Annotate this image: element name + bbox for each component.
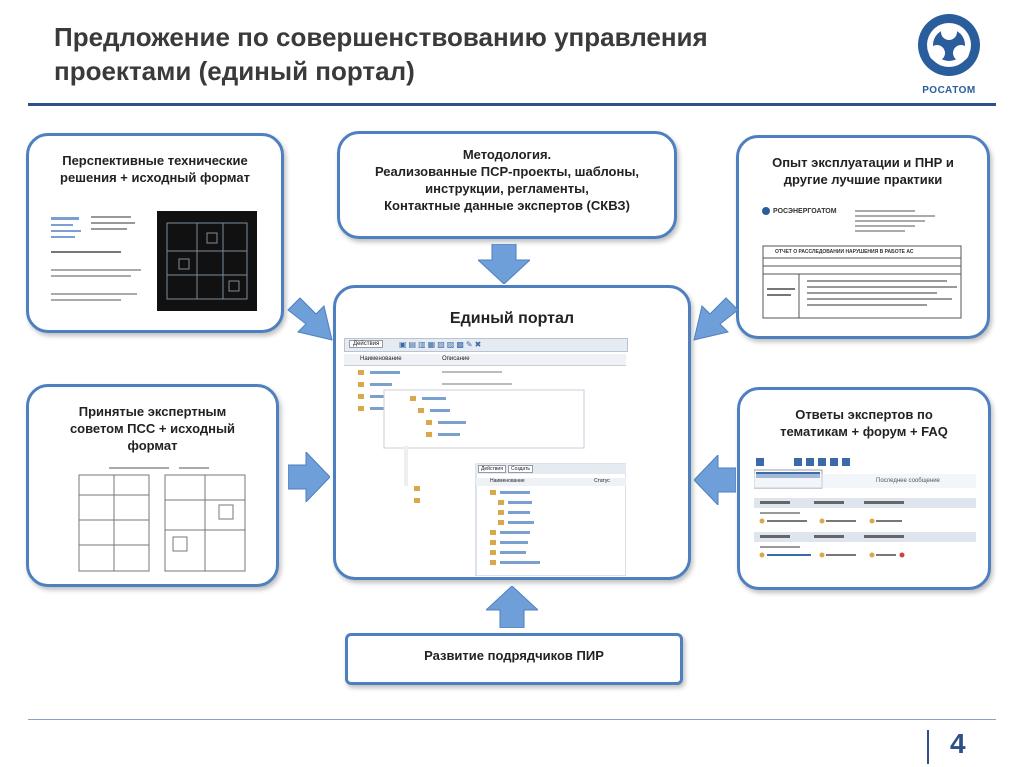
portal-col-name-2: Наименование	[490, 478, 525, 484]
portal-title: Единый портал	[449, 310, 575, 327]
forum-last-message: Последнее сообщение	[876, 478, 940, 484]
box-contractor-development: Развитие подрядчиков ПИР	[345, 633, 683, 685]
box-operation-experience-text: Опыт эксплуатации и ПНР и другие лучшие …	[772, 155, 954, 187]
box-technical-solutions-text: Перспективные технические решения + исхо…	[60, 153, 250, 185]
portal-screenshot-mock: Действия ▣▤▥▦▧▨▩✎✖ Наименование Описание…	[344, 338, 628, 576]
rosatom-atom-icon	[918, 14, 980, 76]
forum-thumbnail: Последнее сообщение	[753, 456, 976, 566]
portal-col-name: Наименование	[360, 356, 402, 362]
arrow-left-icon	[694, 455, 736, 505]
page-number-separator	[927, 730, 929, 764]
portal-tree-rows	[358, 370, 626, 576]
slide-title: Предложение по совершенствованию управле…	[54, 20, 874, 88]
arrow-right-icon	[288, 452, 330, 502]
footer-divider	[28, 719, 996, 720]
portal-col-status: Статус	[594, 478, 610, 484]
portal-actions-button-2[interactable]: Действия	[478, 465, 506, 473]
portal-actions-button[interactable]: Действия	[349, 340, 384, 348]
blueprint-thumbnail	[157, 211, 257, 311]
slide-title-line1: Предложение по совершенствованию управле…	[54, 22, 708, 52]
arrow-down-icon	[478, 244, 530, 284]
box-methodology: Методология. Реализованные ПСР-проекты, …	[337, 131, 677, 239]
box-expert-council: Принятые экспертным советом ПСС + исходн…	[26, 384, 279, 587]
page-number: 4	[950, 728, 966, 759]
box-contractor-development-text: Развитие подрядчиков ПИР	[424, 648, 604, 663]
box-expert-answers: Ответы экспертов по тематикам + форум + …	[737, 387, 991, 590]
portal-toolbar-icons: ▣▤▥▦▧▨▩✎✖	[399, 340, 484, 349]
header-divider	[28, 103, 996, 106]
box-unified-portal: Единый портал Действия ▣▤▥▦▧▨▩✎✖ Наимено…	[333, 285, 691, 580]
box-expert-council-text: Принятые экспертным советом ПСС + исходн…	[69, 404, 236, 453]
floorplan-thumbnail	[69, 465, 259, 575]
arrow-diagonal-down-right-icon	[287, 297, 333, 341]
box-operation-experience: Опыт эксплуатации и ПНР и другие лучшие …	[736, 135, 990, 339]
portal-col-desc: Описание	[442, 356, 470, 362]
logo-text: РОСАТОМ	[922, 85, 976, 96]
rosatom-logo: РОСАТОМ	[912, 12, 986, 104]
arrow-diagonal-down-left-icon	[693, 297, 739, 341]
box-methodology-text: Методология. Реализованные ПСР-проекты, …	[374, 147, 640, 213]
box-technical-solutions: Перспективные технические решения + исхо…	[26, 133, 284, 333]
box-expert-answers-text: Ответы экспертов по тематикам + форум + …	[780, 407, 948, 439]
arrow-up-icon	[486, 586, 538, 628]
slide-title-line2: проектами (единый портал)	[54, 56, 415, 86]
investigation-report-thumbnail: РОСЭНЕРГОАТОМ ОТЧЕТ О РАССЛЕДОВАНИИ	[759, 204, 965, 322]
technical-doc-thumbnail	[49, 211, 149, 311]
portal-create-button[interactable]: Создать	[508, 465, 534, 473]
